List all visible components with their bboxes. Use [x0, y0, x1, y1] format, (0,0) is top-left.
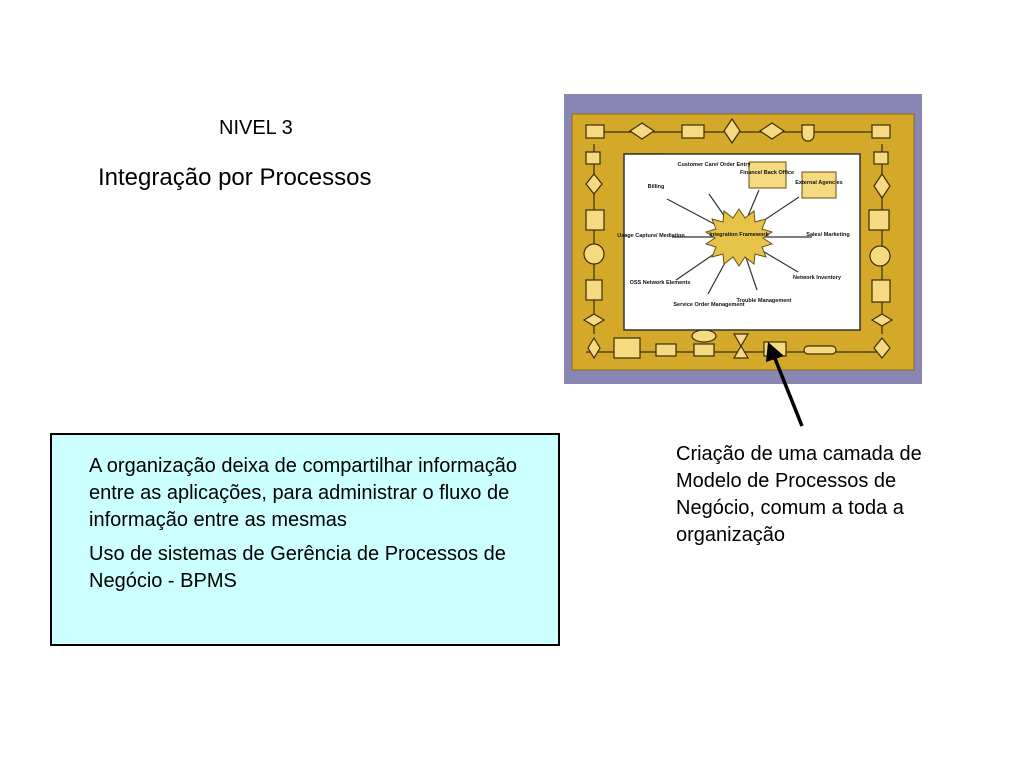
spoke-label: Usage Capture/ Mediation — [617, 233, 685, 239]
description-box: A organização deixa de compartilhar info… — [50, 433, 560, 646]
spoke-label: Billing — [648, 184, 665, 190]
integration-hub — [704, 208, 774, 267]
spoke-label: Customer Care/ Order Entry — [677, 162, 751, 168]
hub-label: Integration Framework — [709, 232, 769, 238]
process-shapes — [582, 117, 894, 360]
annotation-text: Criação de uma camada de Modelo de Proce… — [676, 443, 922, 546]
spoke-label: Service Order Management — [673, 302, 744, 308]
pointer-arrow — [766, 342, 804, 427]
spoke-label: Network Inventory — [793, 275, 842, 281]
spoke-label: External Agencies — [795, 180, 842, 186]
process-diagram: Integration Framework Billing Customer C… — [564, 94, 922, 384]
finance-box — [748, 161, 787, 189]
spoke-label: Trouble Management — [736, 298, 791, 304]
external-box — [801, 171, 837, 199]
spoke-label: Finance/ Back Office — [740, 170, 794, 176]
description-line: Uso de sistemas de Gerência de Processos… — [89, 543, 506, 592]
spoke-label: OSS Network Elements — [630, 280, 691, 286]
spoke-label: Sales/ Marketing — [806, 232, 849, 238]
description-line: A organização deixa de compartilhar info… — [89, 455, 518, 531]
slide-title: Integração por Processos — [98, 164, 372, 191]
level-label: NIVEL 3 — [219, 117, 293, 139]
